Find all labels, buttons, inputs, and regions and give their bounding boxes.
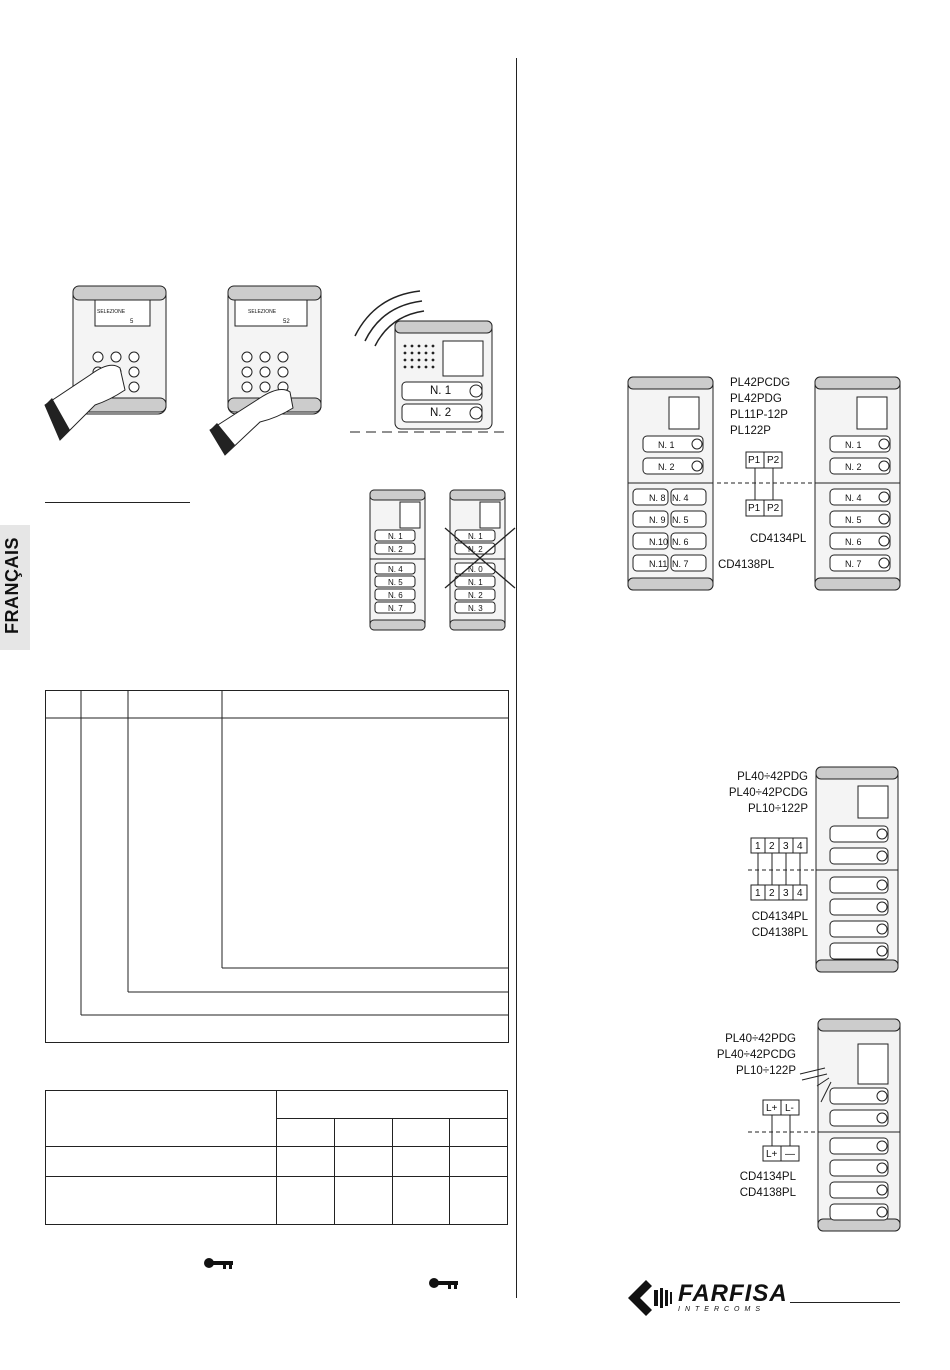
d1-right-bottom-1: N. 4 xyxy=(845,493,862,503)
d1-cd4138: CD4138PL xyxy=(718,559,775,571)
d1-grid-4b: N. 7 xyxy=(672,559,689,569)
d3-model-2: PL40÷42PCDG xyxy=(716,1049,796,1061)
d1-right-bottom-3: N. 6 xyxy=(845,537,862,547)
speaker-btn-1: N. 1 xyxy=(430,385,452,397)
d2-conn-bottom-1: 1 xyxy=(755,888,761,899)
d1-grid-1b: N. 4 xyxy=(672,493,689,503)
keypad-1-display-value: 5 xyxy=(130,319,134,325)
d1-model-1: PL42PCDG xyxy=(730,377,791,389)
d3-conn-bottom-2: — xyxy=(785,1149,795,1160)
d1-right-bottom-2: N. 5 xyxy=(845,515,862,525)
d2-cd-1: CD4134PL xyxy=(751,911,808,923)
d1-left-top-2: N. 2 xyxy=(658,462,675,472)
small-right-top-1: N. 1 xyxy=(468,532,483,541)
d1-right-top-2: N. 2 xyxy=(845,462,862,472)
d1-left-top-1: N. 1 xyxy=(658,440,675,450)
d3-cd-2: CD4138PL xyxy=(739,1187,796,1199)
d1-grid-2a: N. 9 xyxy=(649,515,666,525)
speaker-btn-2: N. 2 xyxy=(430,407,452,419)
d1-grid-3b: N. 6 xyxy=(672,537,689,547)
keypad-1-display-title: SELEZIONE xyxy=(97,309,126,315)
d3-model-1: PL40÷42PDG xyxy=(725,1033,796,1045)
d1-grid-3a: N.10 xyxy=(649,537,669,547)
small-right-bottom-4: N. 3 xyxy=(468,604,483,613)
d2-model-3: PL10÷122P xyxy=(747,803,808,815)
small-left-bottom-2: N. 5 xyxy=(388,578,403,587)
small-left-bottom-3: N. 6 xyxy=(388,591,403,600)
d1-conn-top-1: P1 xyxy=(748,455,761,466)
section-rule xyxy=(45,502,190,503)
keypad-illustration-2 xyxy=(209,285,322,456)
small-left-bottom-4: N. 7 xyxy=(388,604,403,613)
d1-grid-1a: N. 8 xyxy=(649,493,666,503)
d2-model-1: PL40÷42PDG xyxy=(737,771,808,783)
small-right-bottom-2: N. 1 xyxy=(468,578,483,587)
code-structure-table xyxy=(45,690,509,1043)
d1-model-3: PL11P-12P xyxy=(730,409,788,421)
brand-sub: INTERCOMS xyxy=(678,1306,765,1313)
d3-conn-top-1: L+ xyxy=(766,1103,778,1114)
d2-conn-top-4: 4 xyxy=(797,841,803,852)
d1-right-bottom-4: N. 7 xyxy=(845,559,862,569)
farfisa-logo-icon xyxy=(628,1280,672,1316)
d2-conn-top-2: 2 xyxy=(769,841,775,852)
speaker-panel-illustration xyxy=(350,290,510,433)
wiring-diagram-3 xyxy=(748,1018,901,1232)
small-left-bottom-1: N. 4 xyxy=(388,565,403,574)
d2-cd-2: CD4138PL xyxy=(751,927,808,939)
d3-conn-bottom-1: L+ xyxy=(766,1149,778,1160)
options-table xyxy=(45,1090,508,1225)
wiring-diagram-1 xyxy=(627,376,901,591)
column-divider xyxy=(516,58,517,1298)
d1-cd4134: CD4134PL xyxy=(750,533,807,545)
key-icon-2 xyxy=(429,1278,458,1289)
d2-conn-bottom-3: 3 xyxy=(783,888,789,899)
d1-conn-bottom-1: P1 xyxy=(748,503,761,514)
small-left-top-2: N. 2 xyxy=(388,545,403,554)
d1-model-4: PL122P xyxy=(730,425,771,437)
wiring-diagram-2 xyxy=(748,766,899,973)
brand-rule xyxy=(790,1302,900,1303)
d3-model-3: PL10÷122P xyxy=(735,1065,796,1077)
d1-conn-bottom-2: P2 xyxy=(767,503,780,514)
small-right-top-2: N. 2 xyxy=(468,545,483,554)
d1-conn-top-2: P2 xyxy=(767,455,780,466)
d1-grid-2b: N. 5 xyxy=(672,515,689,525)
language-tab: FRANÇAIS xyxy=(0,525,30,650)
brand-name: FARFISA xyxy=(678,1280,788,1307)
d2-conn-top-3: 3 xyxy=(783,841,789,852)
d2-conn-bottom-2: 2 xyxy=(769,888,775,899)
small-right-bottom-1: N. 0 xyxy=(468,565,483,574)
d1-grid-4a: N.11 xyxy=(649,559,668,569)
keypad-2-display-title: SELEZIONE xyxy=(248,309,277,315)
key-icon xyxy=(204,1258,233,1269)
small-right-bottom-3: N. 2 xyxy=(468,591,483,600)
d3-conn-top-2: L- xyxy=(785,1103,794,1114)
language-tab-label: FRANÇAIS xyxy=(2,537,22,634)
d3-cd-1: CD4134PL xyxy=(739,1171,796,1183)
small-panels-illustration xyxy=(369,489,516,631)
keypad-illustration-1 xyxy=(44,285,167,441)
d1-right-top-1: N. 1 xyxy=(845,440,862,450)
d2-model-2: PL40÷42PCDG xyxy=(728,787,808,799)
d1-model-2: PL42PDG xyxy=(730,393,782,405)
d2-conn-top-1: 1 xyxy=(755,841,761,852)
d2-conn-bottom-4: 4 xyxy=(797,888,803,899)
keypad-2-display-value: 52 xyxy=(283,319,290,325)
small-left-top-1: N. 1 xyxy=(388,532,403,541)
